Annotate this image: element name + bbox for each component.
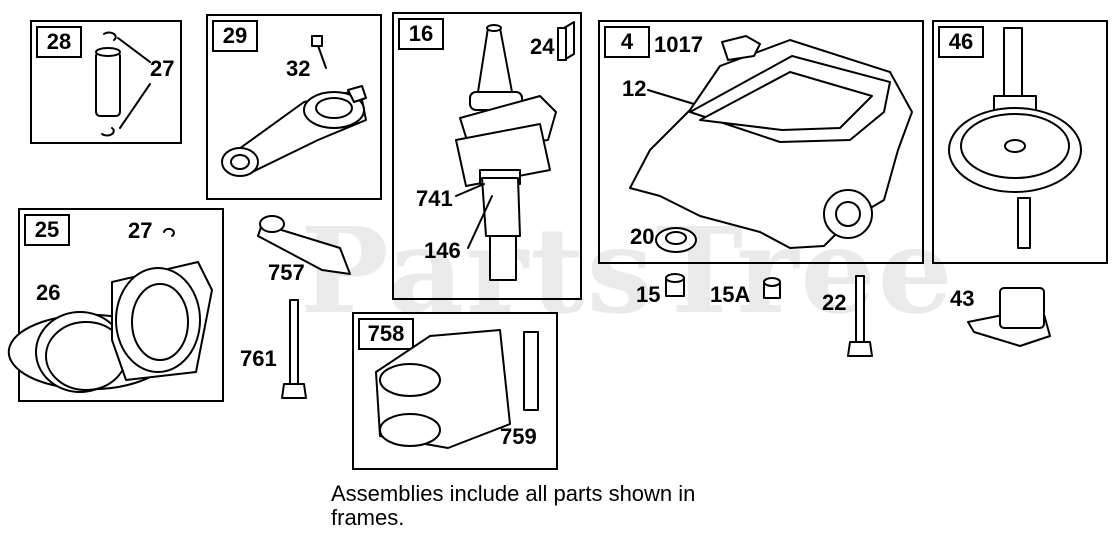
frame-label-46: 46 [938, 26, 984, 58]
bolt-22-drawing [847, 275, 873, 357]
part-label-757: 757 [268, 260, 305, 285]
crankshaft-drawing [455, 21, 575, 281]
part-label-12: 12 [622, 76, 647, 101]
connecting-rod-757-drawing [257, 215, 351, 399]
frame-label-4: 4 [604, 26, 650, 58]
camshaft-drawing [948, 27, 1082, 249]
part-label-22: 22 [822, 290, 847, 315]
part-label-1017: 1017 [654, 32, 703, 57]
housing-758-drawing [375, 329, 539, 449]
frame-4: 4 [598, 20, 924, 264]
piston-pin-drawing [95, 31, 151, 137]
frame-label-758: 758 [358, 318, 414, 350]
frame-16: 16 [392, 12, 582, 300]
part-label-761: 761 [240, 346, 277, 371]
part-label-43: 43 [950, 286, 975, 311]
frame-label-25: 25 [24, 214, 70, 246]
part-label-32: 32 [286, 56, 311, 81]
part-label-15a: 15A [710, 282, 751, 307]
frame-label-16: 16 [398, 18, 444, 50]
piston-rings-drawing [7, 227, 213, 393]
part-label-27: 27 [150, 56, 175, 81]
part-label-26: 26 [36, 280, 61, 305]
frame-28: 28 [30, 20, 182, 144]
assemblies-note: Assemblies include all parts shown in fr… [331, 481, 696, 530]
part-label-146: 146 [424, 238, 461, 263]
governor-drawing [967, 287, 1051, 347]
part-label-741: 741 [416, 186, 453, 211]
frame-label-28: 28 [36, 26, 82, 58]
connecting-rod-drawing [221, 35, 367, 177]
frame-29: 29 [206, 14, 382, 200]
crankcase-cover-drawing [629, 35, 913, 299]
part-label-27-clip: 27 [128, 218, 153, 243]
part-label-15: 15 [636, 282, 661, 307]
part-label-759: 759 [500, 424, 537, 449]
frame-25: 25 [18, 208, 224, 402]
frame-46: 46 [932, 20, 1108, 264]
part-label-24: 24 [530, 34, 555, 59]
frame-758: 758 [352, 312, 558, 470]
frame-label-29: 29 [212, 20, 258, 52]
part-label-20: 20 [630, 224, 655, 249]
